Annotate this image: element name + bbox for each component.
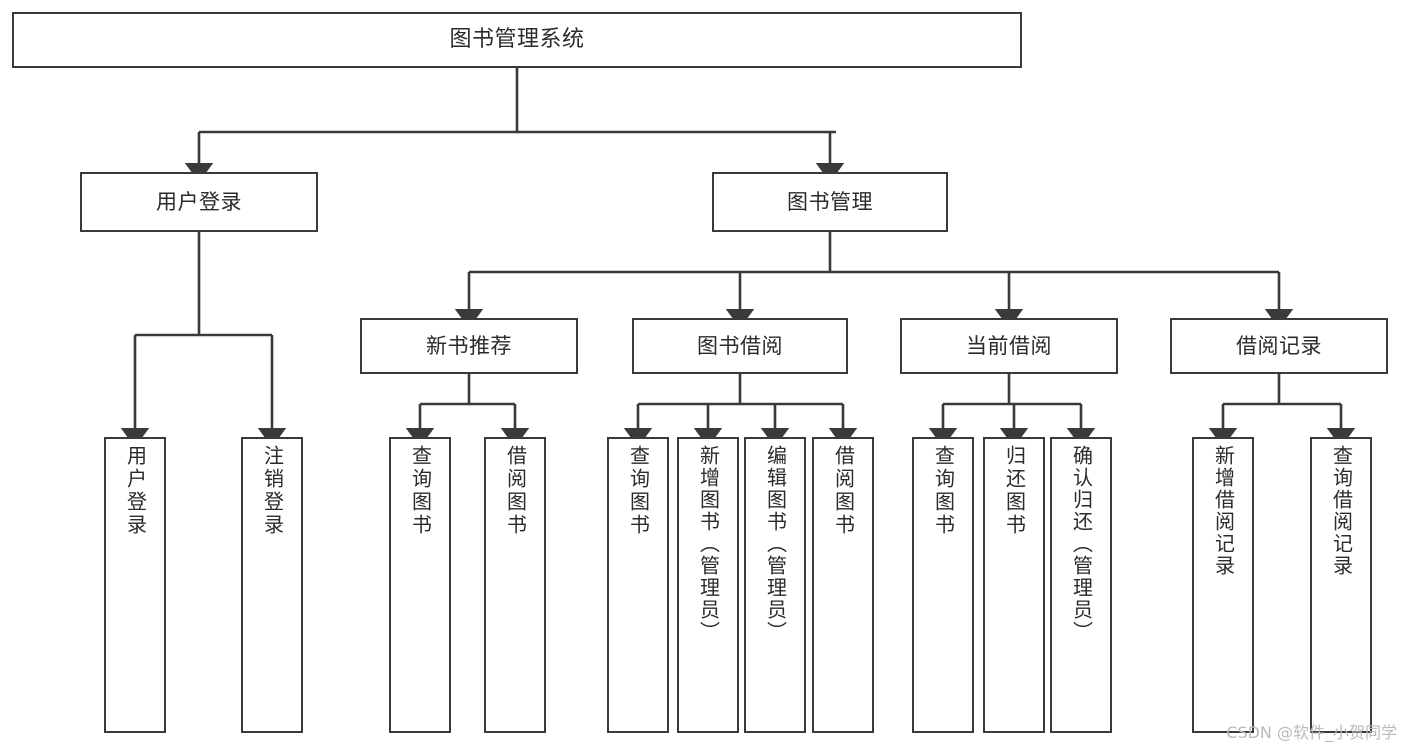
leaf-user-login[interactable]: 用户登录 bbox=[104, 437, 166, 733]
node-book-management[interactable]: 图书管理 bbox=[712, 172, 948, 232]
node-user-login-label: 用户登录 bbox=[156, 189, 242, 214]
leaf-add-book-admin[interactable]: 新增图书（管理员） bbox=[677, 437, 739, 733]
leaf-user-login-label: 用户登录 bbox=[123, 445, 148, 537]
leaf-logout[interactable]: 注销登录 bbox=[241, 437, 303, 733]
leaf-confirm-return-admin[interactable]: 确认归还（管理员） bbox=[1050, 437, 1112, 733]
leaf-query-book-current[interactable]: 查询图书 bbox=[912, 437, 974, 733]
leaf-query-borrow-record[interactable]: 查询借阅记录 bbox=[1310, 437, 1372, 733]
csdn-watermark: CSDN @软件_小贺同学 bbox=[1226, 723, 1397, 742]
leaf-borrow-book-recommend-label: 借阅图书 bbox=[503, 445, 528, 537]
leaf-query-book-borrow[interactable]: 查询图书 bbox=[607, 437, 669, 733]
leaf-borrow-book[interactable]: 借阅图书 bbox=[812, 437, 874, 733]
leaf-return-book-label: 归还图书 bbox=[1002, 445, 1027, 537]
leaf-borrow-book-label: 借阅图书 bbox=[831, 445, 856, 537]
leaf-add-borrow-record[interactable]: 新增借阅记录 bbox=[1192, 437, 1254, 733]
leaf-edit-book-admin[interactable]: 编辑图书（管理员） bbox=[744, 437, 806, 733]
leaf-query-book-recommend-label: 查询图书 bbox=[408, 445, 433, 537]
leaf-borrow-book-recommend[interactable]: 借阅图书 bbox=[484, 437, 546, 733]
leaf-return-book[interactable]: 归还图书 bbox=[983, 437, 1045, 733]
leaf-add-book-admin-label: 新增图书（管理员） bbox=[696, 445, 721, 643]
node-new-book-recommend-label: 新书推荐 bbox=[426, 333, 512, 358]
node-user-login[interactable]: 用户登录 bbox=[80, 172, 318, 232]
leaf-query-book-borrow-label: 查询图书 bbox=[626, 445, 651, 537]
node-book-borrow[interactable]: 图书借阅 bbox=[632, 318, 848, 374]
node-root[interactable]: 图书管理系统 bbox=[12, 12, 1022, 68]
node-root-label: 图书管理系统 bbox=[449, 27, 585, 53]
leaf-query-borrow-record-label: 查询借阅记录 bbox=[1329, 445, 1354, 577]
leaf-logout-label: 注销登录 bbox=[260, 445, 285, 537]
node-current-borrow-label: 当前借阅 bbox=[966, 333, 1052, 358]
node-book-borrow-label: 图书借阅 bbox=[697, 333, 783, 358]
node-current-borrow[interactable]: 当前借阅 bbox=[900, 318, 1118, 374]
leaf-confirm-return-admin-label: 确认归还（管理员） bbox=[1069, 445, 1094, 643]
node-borrow-records-label: 借阅记录 bbox=[1236, 333, 1322, 358]
node-new-book-recommend[interactable]: 新书推荐 bbox=[360, 318, 578, 374]
leaf-query-book-recommend[interactable]: 查询图书 bbox=[389, 437, 451, 733]
leaf-query-book-current-label: 查询图书 bbox=[931, 445, 956, 537]
node-book-management-label: 图书管理 bbox=[787, 189, 873, 214]
node-borrow-records[interactable]: 借阅记录 bbox=[1170, 318, 1388, 374]
leaf-add-borrow-record-label: 新增借阅记录 bbox=[1211, 445, 1236, 577]
leaf-edit-book-admin-label: 编辑图书（管理员） bbox=[763, 445, 788, 643]
